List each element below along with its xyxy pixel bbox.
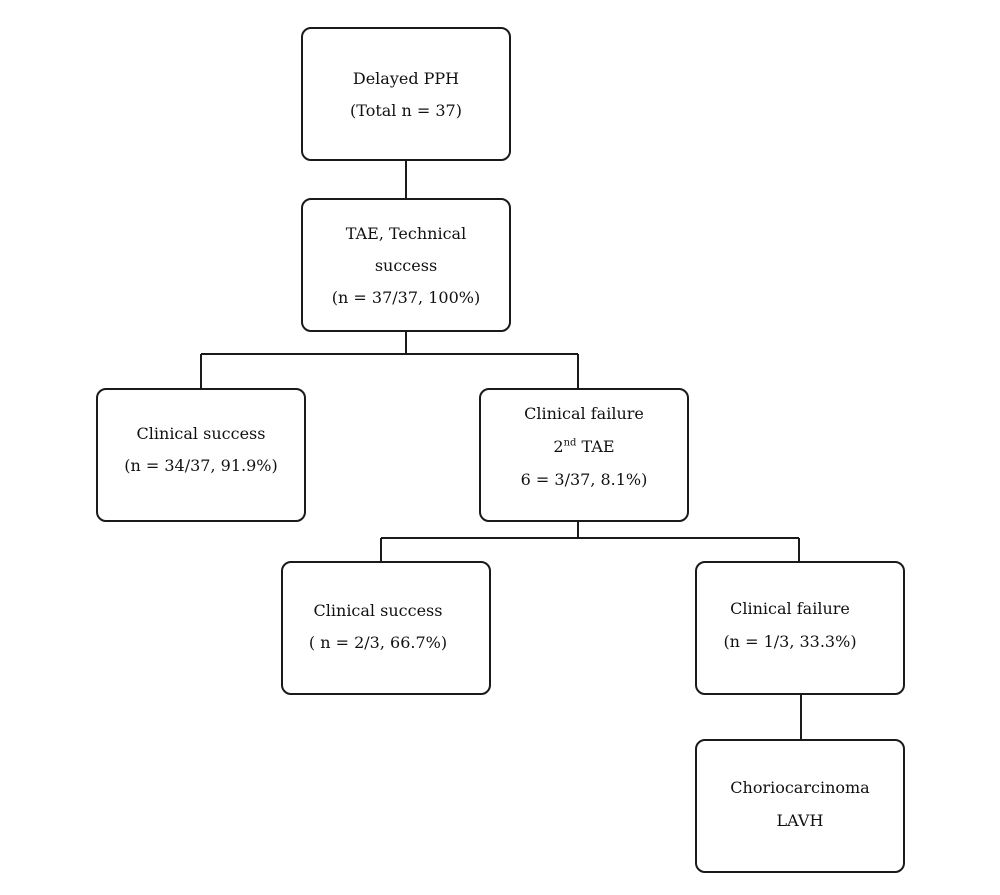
node-delayed-pph-title: Delayed PPH (352, 69, 460, 88)
node-tae-title-cont: success (374, 256, 438, 275)
node-clinical-success-1: Clinical success (n = 34/37, 91.9%) (96, 388, 306, 522)
node-tae-title: TAE, Technical (345, 224, 467, 243)
node-clinical-failure-2-title: Clinical failure (730, 599, 850, 618)
node-choriocarcinoma-title: Choriocarcinoma (730, 778, 870, 797)
node-clinical-success-1-count: (n = 34/37, 91.9%) (124, 456, 278, 475)
second-tae-ordinal: 2 (553, 437, 564, 456)
node-clinical-failure-1-title: Clinical failure (524, 404, 644, 423)
node-delayed-pph: Delayed PPH (Total n = 37) (301, 27, 511, 161)
node-clinical-success-2: Clinical success ( n = 2/3, 66.7%) (281, 561, 491, 695)
node-clinical-failure-1-second-tae: 2nd TAE (481, 437, 687, 457)
second-tae-label: TAE (576, 437, 615, 456)
node-clinical-success-1-title: Clinical success (136, 424, 266, 443)
node-tae-technical-success: TAE, Technical success (n = 37/37, 100%) (301, 198, 511, 332)
node-clinical-failure-2-count: (n = 1/3, 33.3%) (723, 632, 857, 651)
node-clinical-failure-1-count: 6 = 3/37, 8.1%) (520, 470, 648, 489)
node-clinical-failure-1: Clinical failure 2nd TAE 6 = 3/37, 8.1%) (479, 388, 689, 522)
node-clinical-success-2-count: ( n = 2/3, 66.7%) (308, 633, 448, 652)
node-clinical-failure-2: Clinical failure (n = 1/3, 33.3%) (695, 561, 905, 695)
node-delayed-pph-count: (Total n = 37) (350, 101, 462, 120)
node-tae-count: (n = 37/37, 100%) (331, 288, 481, 307)
node-lavh-label: LAVH (776, 811, 824, 830)
second-tae-suffix: nd (563, 437, 577, 449)
node-clinical-success-2-title: Clinical success (313, 601, 443, 620)
node-choriocarcinoma-lavh: Choriocarcinoma LAVH (695, 739, 905, 873)
